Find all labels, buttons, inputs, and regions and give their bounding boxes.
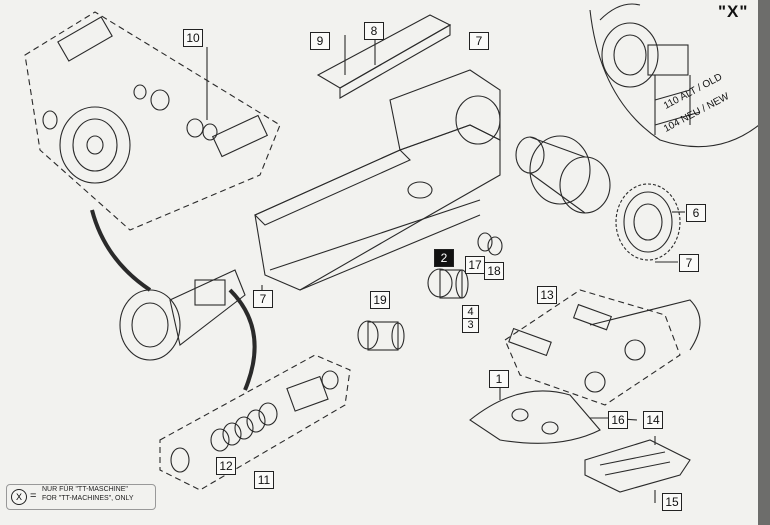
sprocket xyxy=(615,183,681,261)
callout-14[interactable]: 14 xyxy=(643,411,663,429)
legend-text: NUR FÜR "TT-MASCHINE" FOR "TT-MACHINES",… xyxy=(42,485,134,503)
legend-equals: = xyxy=(30,490,37,502)
callout-19[interactable]: 19 xyxy=(370,291,390,309)
callout-1[interactable]: 1 xyxy=(489,370,509,388)
drive-motor xyxy=(515,135,611,214)
callout-7-frame[interactable]: 7 xyxy=(253,290,273,308)
track-pad xyxy=(584,439,691,493)
chain-link xyxy=(469,390,610,444)
group-13-outline xyxy=(504,289,681,406)
callout-17[interactable]: 17 xyxy=(465,256,485,274)
idler-assembly xyxy=(90,209,257,391)
callout-9[interactable]: 9 xyxy=(310,32,330,50)
callout-10[interactable]: 10 xyxy=(183,29,203,47)
group-10-outline xyxy=(24,11,281,231)
callout-18[interactable]: 18 xyxy=(484,262,504,280)
tension-spring-parts xyxy=(170,370,339,473)
track-plate-parts xyxy=(508,299,701,393)
detail-x-view xyxy=(589,3,766,148)
window-edge xyxy=(758,0,770,525)
callout-3[interactable]: 3 xyxy=(462,318,479,333)
tt-machine-symbol: X xyxy=(11,489,27,505)
legend-box xyxy=(6,484,156,510)
callout-16[interactable]: 16 xyxy=(608,411,628,429)
callout-15[interactable]: 15 xyxy=(662,493,682,511)
callout-2[interactable]: 2 xyxy=(434,249,454,267)
callout-11[interactable]: 11 xyxy=(254,471,274,489)
legend-line-de: NUR FÜR "TT-MASCHINE" xyxy=(42,486,128,493)
callout-13[interactable]: 13 xyxy=(537,286,557,304)
callout-7-top[interactable]: 7 xyxy=(469,32,489,50)
idler-parts xyxy=(42,16,269,184)
track-frame xyxy=(254,69,501,291)
callout-7-sprocket[interactable]: 7 xyxy=(679,254,699,272)
callout-6[interactable]: 6 xyxy=(686,204,706,222)
guide-bar xyxy=(316,14,452,89)
group-11-outline xyxy=(159,354,351,491)
legend-line-en: FOR "TT-MACHINES", ONLY xyxy=(42,495,134,502)
callout-8[interactable]: 8 xyxy=(364,22,384,40)
detail-view-label: "X" xyxy=(718,2,749,21)
callout-12[interactable]: 12 xyxy=(216,457,236,475)
